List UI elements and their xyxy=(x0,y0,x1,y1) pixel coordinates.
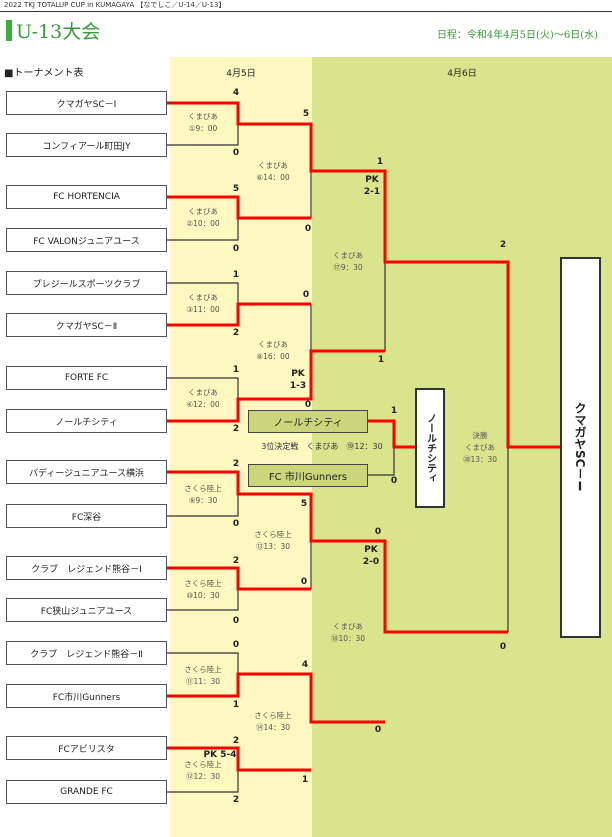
score: 0 xyxy=(390,476,398,486)
score: 0 xyxy=(232,640,240,650)
score: 4 xyxy=(301,660,309,670)
score: 4 xyxy=(232,88,240,98)
winner-path-lines xyxy=(167,101,560,772)
score: 2 xyxy=(232,556,240,566)
score: 0 xyxy=(304,400,312,410)
score: 1 xyxy=(390,406,398,416)
score: 5 xyxy=(232,184,240,194)
third-place-info: 3位決定戦 くまびあ ⑲12：30 xyxy=(261,442,383,451)
score: 0 xyxy=(302,290,310,300)
team-box: FC狭山ジュニアユース xyxy=(6,598,167,622)
team-box: FORTE FC xyxy=(6,366,167,390)
score: 0 xyxy=(232,519,240,529)
score: 0 xyxy=(232,148,240,158)
team-box: FC市川Gunners xyxy=(6,684,167,708)
day1-column xyxy=(170,57,312,837)
third-place-team-a: ノールチシティ xyxy=(248,410,368,433)
team-box: GRANDE FC xyxy=(6,780,167,804)
score: 0 xyxy=(499,642,507,652)
divider xyxy=(0,11,612,12)
team-box: プレジールスポーツクラブ xyxy=(6,271,167,295)
score: 2 xyxy=(499,240,507,250)
title-accent-bar xyxy=(6,20,12,41)
pk-score: PK 2-1 xyxy=(363,175,381,197)
team-box: クマガヤSC－Ⅱ xyxy=(6,313,167,337)
team-box: FC HORTENCIA xyxy=(6,185,167,209)
score: 2 xyxy=(232,459,240,469)
team-box: クラブ レジェンド熊谷－Ⅰ xyxy=(6,556,167,580)
bracket-black-lines xyxy=(167,124,509,793)
team-box: ノールチシティ xyxy=(6,409,167,433)
pk-score: PK 1-3 xyxy=(289,369,307,391)
score: 0 xyxy=(374,725,382,735)
team-box: FCアビリスタ xyxy=(6,736,167,760)
score: 5 xyxy=(302,109,310,119)
score: 5 xyxy=(300,499,308,509)
team-box: クラブ レジェンド熊谷－Ⅱ xyxy=(6,641,167,665)
score: 1 xyxy=(232,365,240,375)
score: 0 xyxy=(374,527,382,537)
date-day2: 4月6日 xyxy=(447,69,477,79)
team-box: FC VALONジュニアユース xyxy=(6,228,167,252)
third-place-team-b: FC 市川Gunners xyxy=(248,464,368,487)
team-box: FC深谷 xyxy=(6,504,167,528)
pk-score: PK 5-4 xyxy=(203,750,237,760)
event-header: 2022 TKJ TOTALUP CUP in KUMAGAYA 【なでしこ／U… xyxy=(4,1,226,9)
score: 1 xyxy=(377,355,385,365)
score: 0 xyxy=(300,577,308,587)
score: 1 xyxy=(232,700,240,710)
score: 2 xyxy=(232,328,240,338)
score: 0 xyxy=(304,224,312,234)
score: 1 xyxy=(376,157,384,167)
date-day1: 4月5日 xyxy=(226,69,256,79)
pk-score: PK 2-0 xyxy=(362,545,380,567)
team-box: クマガヤSC－Ⅰ xyxy=(6,91,167,115)
score: 1 xyxy=(301,775,309,785)
third-place-winner: ノールチシティ xyxy=(415,388,445,508)
schedule: 日程：令和4年4月5日(火)～6日(水) xyxy=(436,30,598,41)
score: 2 xyxy=(232,424,240,434)
score: 2 xyxy=(232,736,240,746)
team-box: コンフィアール町田JY xyxy=(6,133,167,157)
score: 0 xyxy=(232,616,240,626)
champion: クマガヤSC－Ⅰ xyxy=(560,257,601,638)
score: 2 xyxy=(232,795,240,805)
score: 1 xyxy=(232,270,240,280)
team-box: バディージュニアユース横浜 xyxy=(6,460,167,484)
score: 0 xyxy=(232,244,240,254)
page-title: U-13大会 xyxy=(16,21,101,43)
section-title: ■トーナメント表 xyxy=(4,68,84,79)
